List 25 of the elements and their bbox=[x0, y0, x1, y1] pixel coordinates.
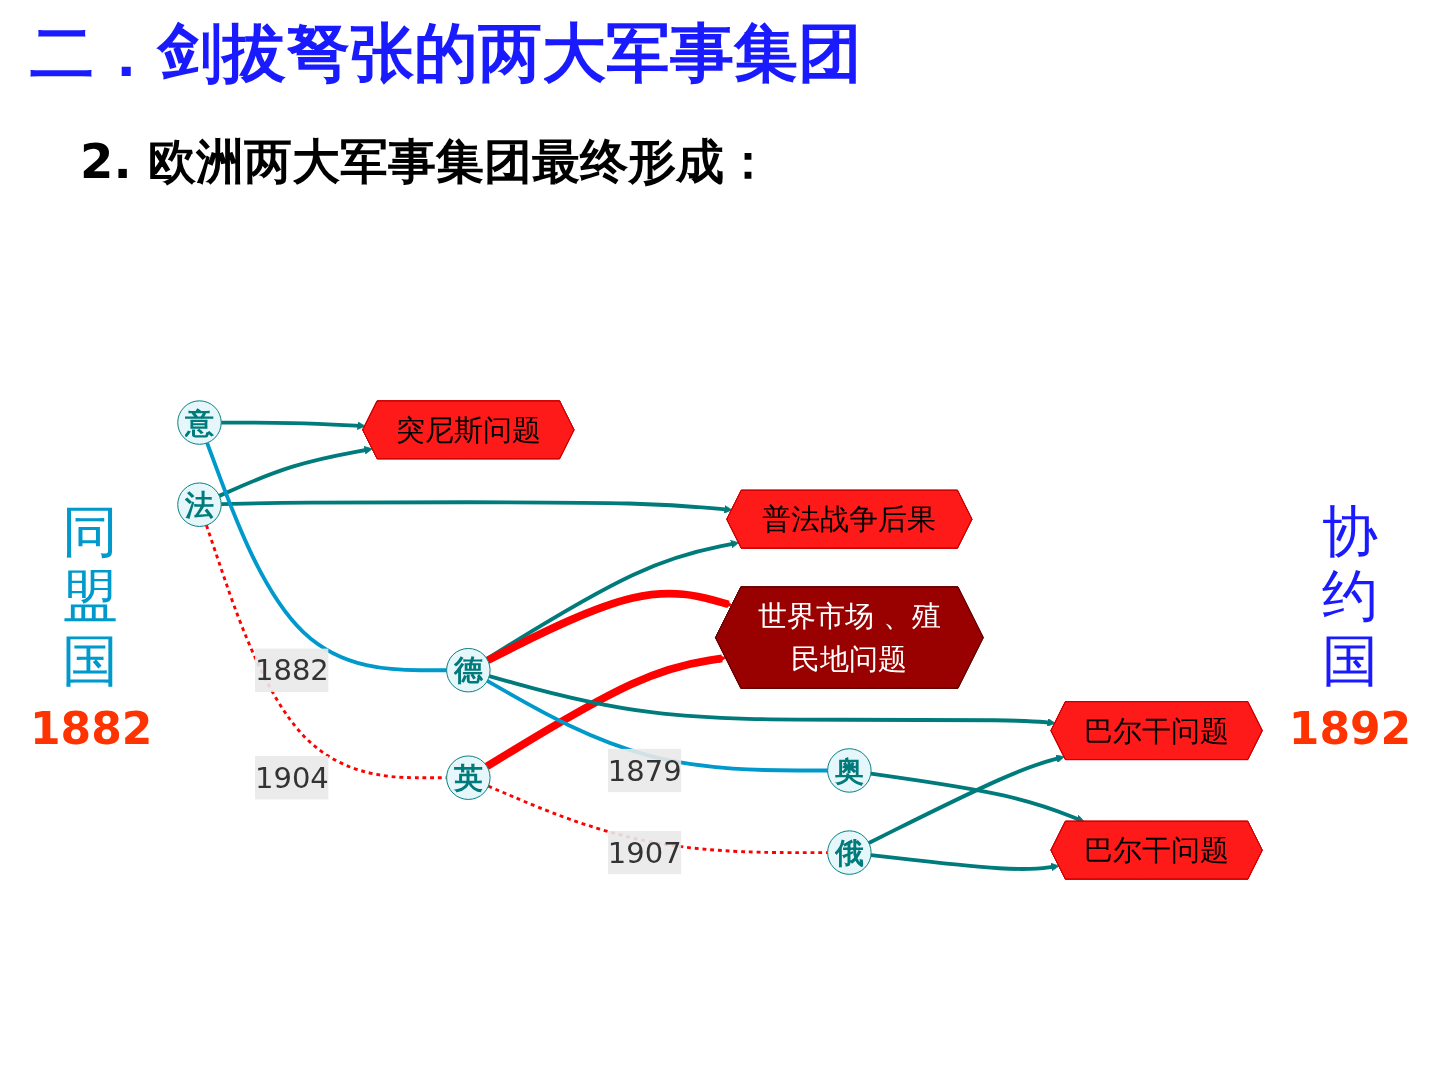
arrow bbox=[870, 853, 1060, 872]
arrow bbox=[488, 674, 1056, 727]
edge-label: 1879 bbox=[607, 753, 682, 788]
title: 二．剑拔弩张的两大军事集团 bbox=[30, 15, 862, 92]
side-heading: 同盟国 bbox=[61, 500, 119, 694]
node-circle: 奥 bbox=[827, 748, 872, 793]
arrow bbox=[221, 500, 733, 514]
side-heading: 协约国 bbox=[1321, 500, 1379, 694]
arrow bbox=[484, 654, 727, 770]
node-circle: 法 bbox=[177, 482, 222, 527]
arrow bbox=[486, 589, 733, 664]
edge-label: 1904 bbox=[255, 760, 329, 795]
arrow bbox=[870, 771, 1085, 823]
node-circle: 德 bbox=[446, 647, 491, 693]
subtitle: 2. 欧洲两大军事集团最终形成： bbox=[80, 133, 773, 189]
edge-label: 1882 bbox=[255, 653, 329, 688]
arrow bbox=[221, 420, 366, 430]
year-label: 1882 bbox=[30, 703, 150, 755]
year-label: 1892 bbox=[1287, 703, 1413, 755]
node-circle: 英 bbox=[446, 755, 491, 800]
arrow bbox=[218, 446, 373, 498]
connector bbox=[205, 442, 447, 673]
node-circle: 俄 bbox=[827, 830, 872, 875]
edge-label: 1907 bbox=[607, 835, 682, 870]
arrow bbox=[867, 754, 1065, 845]
